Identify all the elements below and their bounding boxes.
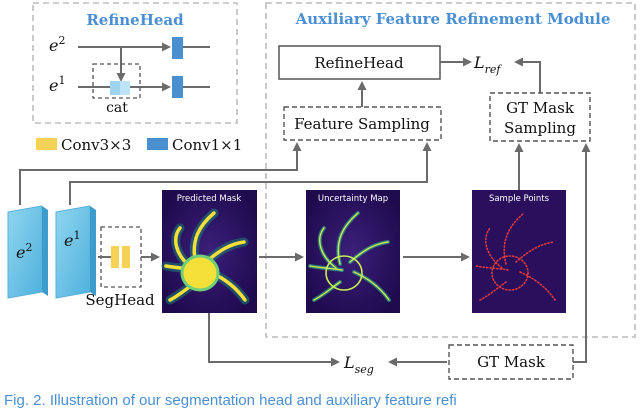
legend-conv1-label: Conv1×1 [172,136,242,154]
afrm-title: Auxiliary Feature Refinement Module [295,10,611,28]
l-ref-label: L [473,53,485,72]
feature-sampling-label: Feature Sampling [294,115,430,133]
l-seg-label: L [343,353,355,372]
seghead-conv3-a [111,246,119,268]
cat-label: cat [106,100,128,116]
svg-text:e1: e1 [64,229,80,250]
main-e1-label: e [64,231,73,250]
afrm-panel [265,2,636,338]
svg-text:e2: e2 [16,241,32,262]
refinehead-e2-label: e [49,36,58,55]
gt-mask-sampling-label-1: GT Mask [506,99,575,117]
legend-conv3-swatch [36,138,57,150]
refinehead-e1-label: e [49,76,58,95]
main-e2-label: e [16,243,25,262]
cat-block-left [110,81,120,95]
legend-conv3-label: Conv3×3 [61,136,131,154]
seghead-conv3-b [122,246,130,268]
sample-points-title: Sample Points [489,194,550,204]
feature-map-e1 [55,205,91,299]
legend-conv1-swatch [147,138,168,150]
afrm-refinehead-box [278,45,441,80]
l-ref-sub: ref [485,63,503,76]
l-seg-sub: seg [355,363,374,376]
refinehead-panel [32,2,238,124]
gt-mask-sampling-label-2: Sampling [504,119,576,137]
gt-mask-sampling-box [489,92,591,142]
sample-points-image [472,190,566,313]
svg-text:Lref: Lref [473,53,502,76]
refinehead-panel-title: RefineHead [86,11,184,29]
refinehead-conv1x1-top [172,37,183,59]
gt-mask-label: GT Mask [477,353,546,371]
main-e1-sup: 1 [73,229,80,242]
refinehead-e2-sup: 2 [58,34,65,47]
svg-text:Lseg: Lseg [343,353,374,376]
refinehead-e1-sup: 1 [58,74,65,87]
neuron-yellow [161,208,250,305]
figure-caption: Fig. 2. Illustration of our segmentation… [4,392,457,409]
uncertainty-map-title: Uncertainty Map [318,194,388,204]
afrm-refinehead-label: RefineHead [314,54,404,72]
sample-points-dots [475,212,556,301]
refinehead-conv1x1-bottom [172,76,183,98]
svg-text:e2: e2 [49,34,65,55]
cat-block-right [120,81,130,95]
cat-box [92,63,141,99]
feature-sampling-box [283,106,442,141]
seghead-label: SegHead [85,291,155,309]
svg-text:e1: e1 [49,74,65,95]
predicted-mask-title: Predicted Mask [177,194,242,204]
main-e2-sup: 2 [25,241,32,254]
uncertainty-edges [308,211,391,302]
